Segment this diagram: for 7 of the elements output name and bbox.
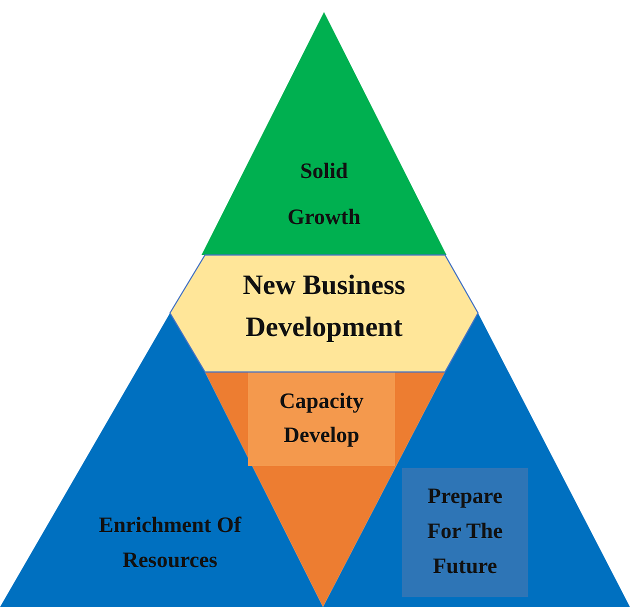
segment-label: Solid Growth bbox=[286, 157, 362, 231]
segment-label: Capacity Develop bbox=[248, 372, 395, 466]
segment-label: Prepare For The Future bbox=[402, 468, 528, 597]
hexagon-segment bbox=[170, 255, 478, 372]
segment-label: Enrichment Of Resources bbox=[98, 511, 242, 574]
segment-label: New Business Development bbox=[242, 269, 406, 345]
triangle-segment bbox=[200, 12, 448, 255]
